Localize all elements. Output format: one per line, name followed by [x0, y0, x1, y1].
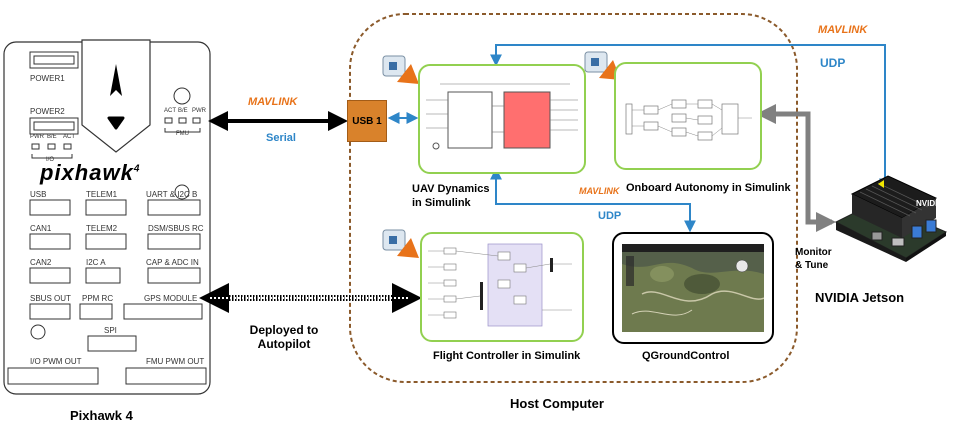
deployed-label-line1: Deployed to	[249, 323, 319, 337]
simulink-icon-flight	[381, 228, 421, 277]
usb-port-block: USB 1	[347, 100, 387, 142]
port-power2: POWER2	[30, 107, 65, 116]
simulink-icon-onboard	[583, 50, 623, 99]
jetson-board-graphic: NVIDIA	[834, 175, 948, 262]
monitor-tune-label: Monitor & Tune	[795, 246, 832, 272]
uav-dynamics-label: UAV Dynamics in Simulink	[412, 182, 489, 210]
port-can1: CAN1	[30, 224, 52, 233]
port-power1: POWER1	[30, 74, 65, 83]
pixhawk-body-graphic	[3, 39, 211, 395]
port-usb: USB	[30, 190, 47, 199]
uav-label-line1: UAV Dynamics	[412, 183, 490, 195]
flight-controller-block[interactable]	[420, 232, 584, 342]
pixhawk-caption: Pixhawk 4	[70, 408, 133, 423]
port-spi: SPI	[104, 326, 117, 335]
flight-controller-model-graphic	[428, 243, 572, 327]
port-gps-module: GPS MODULE	[144, 294, 198, 303]
nvidia-jetson-caption: NVIDIA Jetson	[815, 290, 905, 305]
port-telem2: TELEM2	[86, 224, 118, 233]
led-act-label: ACT	[63, 134, 75, 140]
nvidia-jetson-device: NVIDIA	[832, 166, 950, 267]
led-be-label: B/E	[47, 134, 57, 140]
udp-top-label: UDP	[820, 56, 846, 70]
serial-label: Serial	[266, 132, 296, 144]
port-telem1: TELEM1	[86, 190, 118, 199]
onboard-autonomy-block[interactable]	[614, 62, 762, 170]
port-io-pwm-out: I/O PWM OUT	[30, 357, 82, 366]
mavlink-logo-top: MAVLINK	[818, 24, 868, 36]
uav-dynamics-block[interactable]	[418, 64, 586, 174]
monitor-tune-link	[756, 104, 836, 232]
led-io-label: I/O	[46, 157, 55, 163]
led-fmu-act-label: ACT	[164, 108, 176, 114]
port-i2c-a: I2C A	[86, 258, 106, 267]
host-computer-caption: Host Computer	[510, 396, 604, 411]
simulink-icon-uav	[381, 54, 421, 103]
udp-mid-label: UDP	[598, 210, 622, 222]
monitor-label-line2: & Tune	[795, 260, 829, 271]
led-fmu-pwr-label: PWR	[192, 108, 206, 114]
led-pwr-label: PWR	[30, 134, 44, 140]
qgroundcontrol-block[interactable]	[612, 232, 774, 344]
uav-dynamics-model-graphic	[426, 83, 578, 150]
qgroundcontrol-label: QGroundControl	[642, 350, 730, 362]
host-computer-frame	[349, 13, 798, 383]
monitor-label-line1: Monitor	[795, 247, 832, 258]
port-dsm-sbus-rc: DSM/SBUS RC	[148, 224, 204, 233]
port-fmu-pwm-out: FMU PWM OUT	[146, 357, 205, 366]
port-can2: CAN2	[30, 258, 52, 267]
udp-mid-link	[490, 167, 696, 233]
udp-top-link	[490, 44, 891, 191]
port-ppm-rc: PPM RC	[82, 294, 114, 303]
mavlink-logo-mid: MAVLINK	[579, 186, 620, 196]
mavlink-logo-serial: MAVLINK	[248, 96, 298, 108]
led-fmu-be-label: B/E	[178, 108, 188, 114]
uav-label-line2: in Simulink	[412, 197, 471, 209]
qgc-map-view	[622, 244, 764, 332]
nvidia-brand-text: NVIDIA	[916, 199, 943, 208]
onboard-autonomy-label: Onboard Autonomy in Simulink	[626, 182, 791, 194]
deployed-label: Deployed to Autopilot	[244, 323, 324, 351]
led-fmu-label: FMU	[176, 131, 189, 137]
qgc-map-graphic	[622, 244, 764, 332]
onboard-autonomy-model-graphic	[625, 99, 752, 141]
usb-label: USB 1	[352, 115, 382, 127]
deployed-label-line2: Autopilot	[257, 337, 311, 351]
port-cap-adc-in: CAP & ADC IN	[146, 258, 199, 267]
port-uart-i2c-b: UART & I2C B	[146, 190, 198, 199]
port-sbus-out: SBUS OUT	[30, 294, 71, 303]
flight-controller-label: Flight Controller in Simulink	[433, 350, 581, 362]
pixhawk-logo: pixhawk4	[40, 160, 141, 185]
